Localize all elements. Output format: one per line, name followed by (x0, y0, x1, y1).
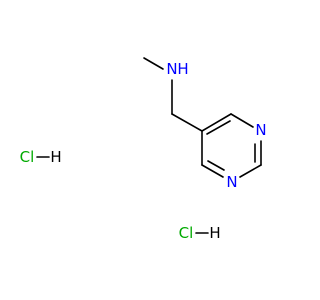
bond-ch2-ring (171, 113, 203, 132)
hydrogen-label-2: H (209, 224, 220, 242)
bond-c2-n1 (239, 164, 262, 178)
chlorine-label-2: Cl (179, 224, 194, 242)
ring-nitrogen-3-label: N (255, 121, 266, 139)
bond-n1-c6-inner (207, 160, 225, 171)
chlorine-label-1: Cl (20, 148, 35, 166)
ring-nitrogen-1-label: N (226, 173, 237, 191)
bond-n1-c6 (201, 164, 224, 178)
amine-hydrogen-label: H (177, 60, 188, 78)
bond-c5-c4-inner (206, 120, 231, 135)
amine-nitrogen-label: N (166, 60, 177, 78)
bond-c5-c4 (201, 113, 232, 132)
bond-c4-n3 (230, 113, 254, 128)
molecule-drawing: N H N N Cl H Cl H (20, 57, 267, 242)
bond-methyl-n (143, 57, 164, 70)
structure-canvas: N H N N Cl H Cl H (20, 57, 267, 242)
hydrogen-label-1: H (50, 148, 61, 166)
